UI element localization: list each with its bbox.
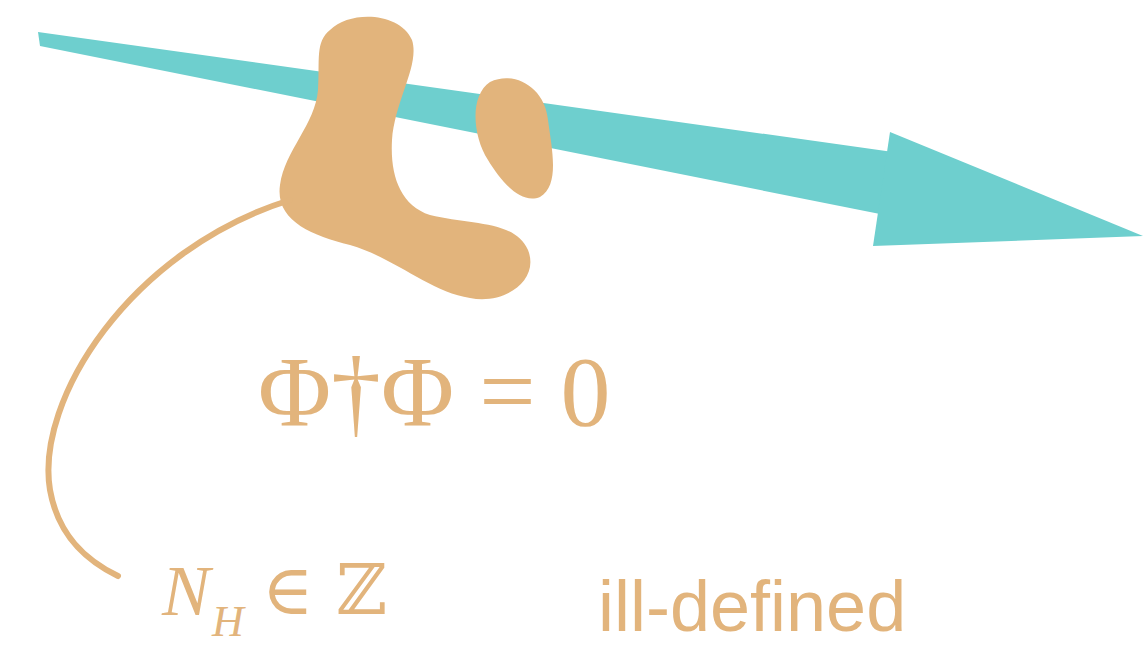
small-blob	[476, 78, 554, 198]
note: ill-defined	[598, 570, 906, 642]
equation: Φ†Φ = 0	[258, 342, 611, 442]
arrow-shaft	[38, 32, 893, 214]
leader-line	[48, 200, 290, 576]
subscript: H	[212, 600, 244, 644]
symbol: N	[162, 555, 210, 627]
set-membership: ∈ ℤ	[262, 555, 387, 625]
arrow-head	[873, 132, 1143, 246]
